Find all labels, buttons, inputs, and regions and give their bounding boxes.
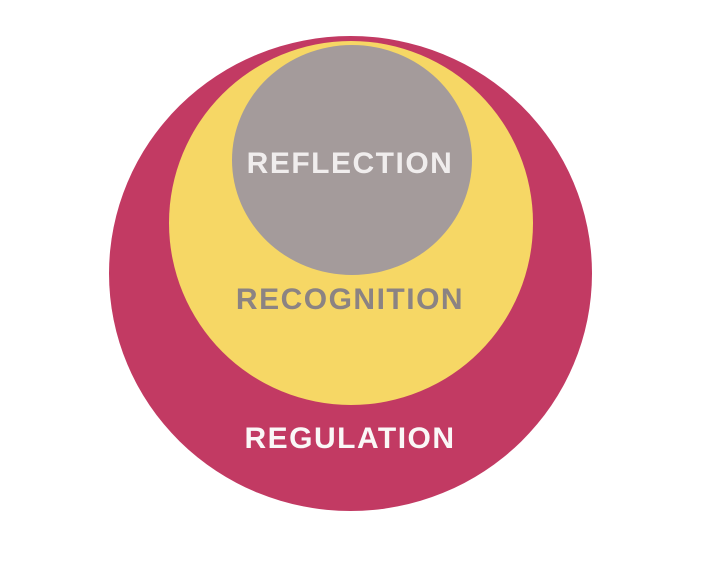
reflection-circle: [232, 45, 472, 275]
recognition-label: RECOGNITION: [235, 283, 465, 316]
regulation-label: REGULATION: [244, 422, 456, 455]
reflection-label: REFLECTION: [246, 147, 454, 180]
